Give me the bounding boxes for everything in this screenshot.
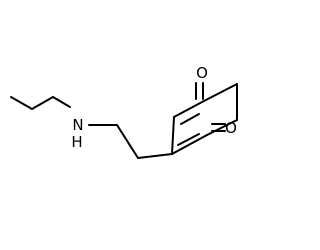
structure-diagram: O O N H (10, 64, 238, 159)
ring-bond-c6-c5 (206, 119, 238, 136)
ring-bond-c5-c5-double (177, 133, 200, 146)
bond-ch3-ch2 (10, 96, 33, 110)
bond-ch2-ch2 (31, 96, 54, 110)
atom-labels: O O N H (71, 64, 237, 151)
bond-linker-ring (137, 153, 173, 159)
nitrogen-label: N (72, 116, 83, 134)
ring-bond-c3-c2-double (180, 113, 200, 125)
ring-bond-c4-c3 (171, 116, 175, 155)
nitrogen-hydrogen-label: H (71, 133, 82, 151)
ring-bond-c3-c2 (173, 100, 205, 118)
bonds (10, 82, 238, 159)
ring-bond-c2-c1 (203, 83, 238, 102)
oxygen-label-top: O (196, 64, 208, 82)
oxygen-label-right: O (225, 119, 237, 137)
bond-ch2-ch2-linker (116, 124, 139, 159)
bond-ch2-n (52, 96, 71, 108)
ring-bond-c4-c5 (171, 134, 208, 155)
